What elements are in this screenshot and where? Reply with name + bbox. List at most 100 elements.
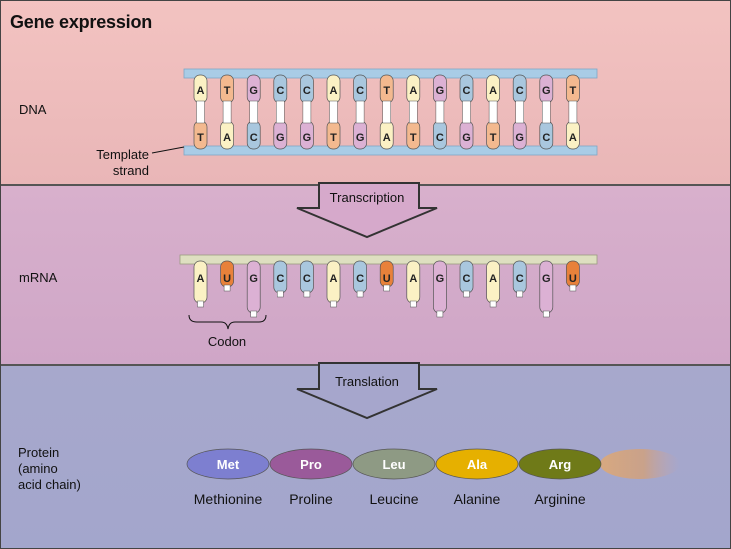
mrna-base: C: [300, 260, 314, 298]
template-label-line1: Template: [96, 147, 149, 162]
mrna-base-tip: [410, 300, 417, 308]
mrna-base: C: [512, 260, 527, 298]
mrna-base-tip: [516, 290, 523, 298]
base-pair: CG: [459, 74, 474, 150]
protein-label: Protein (amino acid chain): [18, 445, 81, 493]
base-pair: AT: [326, 74, 341, 150]
amino-acid-abbr: Met: [217, 457, 240, 472]
template-label-line2: strand: [112, 163, 149, 178]
dna-bottom-letter: T: [410, 132, 417, 144]
amino-acid: Pro: [269, 448, 353, 480]
mrna-base: G: [433, 260, 447, 318]
mrna-base-tip: [383, 284, 390, 292]
mrna-letter: A: [409, 273, 417, 285]
dna-top-letter: A: [489, 85, 497, 97]
mrna-base-shape: [539, 260, 554, 314]
mrna-base-tip: [250, 310, 257, 318]
dna-bottom-letter: G: [276, 132, 285, 144]
base-pair: GC: [433, 74, 447, 150]
dna-bottom-letter: G: [356, 132, 365, 144]
hydrogen-bond: [515, 100, 524, 124]
dna-top-letter: C: [356, 85, 364, 97]
mrna-letter: U: [569, 273, 577, 285]
dna-bottom-letter: T: [197, 132, 204, 144]
dna-top-letter: A: [330, 85, 338, 97]
hydrogen-bond: [329, 100, 338, 124]
base-pair: CG: [300, 74, 314, 150]
mrna-letter: G: [436, 273, 445, 285]
transcription-label: Transcription: [329, 190, 405, 205]
dna-top-letter: G: [436, 85, 445, 97]
protein-label-line3: acid chain): [18, 477, 81, 492]
base-pair: CG: [512, 74, 527, 150]
dna-bottom-letter: G: [303, 132, 312, 144]
codon-label: Codon: [207, 334, 247, 349]
mrna-base: G: [246, 260, 261, 318]
dna-top-letter: C: [276, 85, 284, 97]
hydrogen-bond: [435, 100, 445, 124]
amino-acid-abbr: Leu: [382, 457, 405, 472]
dna-top-letter: C: [303, 85, 311, 97]
mrna-base-tip: [463, 290, 470, 298]
dna-bottom-letter: C: [542, 132, 550, 144]
translation-arrow: [296, 362, 438, 420]
mrna-letter: G: [542, 273, 551, 285]
hydrogen-bond: [355, 100, 365, 124]
chain-continuation: [600, 449, 680, 479]
mrna-letter: G: [249, 273, 258, 285]
mrna-base: A: [406, 260, 421, 308]
dna-bottom-letter: T: [490, 132, 497, 144]
mrna-letter: C: [303, 273, 311, 285]
mrna-base: A: [326, 260, 341, 308]
transcription-arrow: [296, 182, 438, 239]
dna-bottom-letter: C: [250, 132, 258, 144]
amino-acid-bead: [186, 448, 270, 480]
template-pointer: [151, 146, 185, 154]
mrna-letter: C: [276, 273, 284, 285]
dna-bottom-letter: A: [383, 132, 391, 144]
dna-top-letter: T: [224, 85, 231, 97]
mrna-base: U: [220, 260, 234, 292]
dna-top-letter: G: [249, 85, 258, 97]
mrna-base: C: [353, 260, 367, 298]
dna-top-letter: A: [197, 85, 205, 97]
hydrogen-bond: [276, 100, 285, 124]
dna-top-letter: T: [570, 85, 577, 97]
base-pair: GC: [246, 74, 261, 150]
mrna-base: U: [566, 260, 580, 292]
dna-top-letter: C: [516, 85, 524, 97]
hydrogen-bond: [542, 100, 551, 124]
dna-top-letter: A: [409, 85, 417, 97]
hydrogen-bond: [222, 100, 232, 124]
diagram-title: Gene expression: [10, 12, 153, 32]
mrna-base: C: [273, 260, 288, 298]
hydrogen-bond: [382, 100, 391, 124]
mrna-base-shape: [433, 260, 447, 314]
amino-acid-name: Leucine: [369, 491, 419, 507]
base-pair: CG: [273, 74, 288, 150]
hydrogen-bond: [568, 100, 578, 124]
base-pair: AT: [486, 74, 500, 150]
dna-bottom-letter: T: [330, 132, 337, 144]
mrna-base: A: [486, 260, 500, 308]
mrna-base-tip: [569, 284, 577, 292]
hydrogen-bond: [488, 100, 498, 124]
base-pair: TA: [379, 74, 394, 150]
base-pair: AT: [406, 74, 421, 150]
base-pair: TA: [220, 74, 234, 150]
dna-bottom-letter: C: [436, 132, 444, 144]
mrna-base-tip: [197, 300, 204, 308]
mrna-letter: A: [489, 273, 497, 285]
base-pair: TA: [566, 74, 580, 150]
amino-acid: Ala: [435, 448, 519, 480]
amino-acid: Met: [186, 448, 270, 480]
base-pair: CG: [353, 74, 367, 150]
mrna-base-tip: [223, 284, 231, 292]
amino-acid-bead: [352, 448, 436, 480]
amino-acid-bead: [435, 448, 519, 480]
mrna-letter: C: [463, 273, 471, 285]
dna-bottom-letter: G: [515, 132, 524, 144]
